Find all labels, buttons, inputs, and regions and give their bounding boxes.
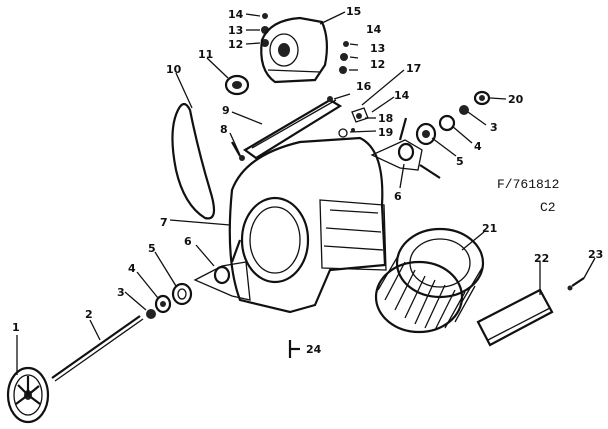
- blower-motor: [260, 16, 329, 84]
- callout-21: 21: [482, 222, 497, 235]
- callout-6: 6: [184, 235, 192, 248]
- callout-11: 11: [198, 48, 213, 61]
- callout-8: 8: [220, 123, 228, 136]
- leader-lines: [16, 11, 596, 375]
- callout-17: 17: [406, 62, 421, 75]
- callout-12: 12: [228, 38, 243, 51]
- callout-3-right: 3: [490, 121, 498, 134]
- bearing-bracket-right: [370, 117, 441, 179]
- motor-mount: [242, 98, 343, 160]
- callout-1: 1: [12, 321, 20, 334]
- callout-2: 2: [85, 308, 93, 321]
- callout-12-right: 12: [370, 58, 385, 71]
- callout-23: 23: [588, 248, 603, 261]
- bearing-ring-left: [171, 282, 193, 306]
- callout-14-lower: 14: [394, 89, 410, 102]
- motor-pulley: [224, 74, 250, 96]
- callout-18: 18: [378, 112, 393, 125]
- callout-7: 7: [160, 216, 168, 229]
- callout-6-right: 6: [394, 190, 402, 203]
- blower-wheel: [374, 227, 485, 334]
- shaft: [51, 315, 144, 382]
- collar-right: [438, 114, 456, 132]
- callout-10: 10: [166, 63, 182, 76]
- callout-13: 13: [228, 24, 243, 37]
- bearing-right: [415, 122, 437, 146]
- callout-14-right: 14: [366, 23, 382, 36]
- callout-labels: 1 2 3 4 5 6 7 8 9 10 11 12 13 14 15 14 1…: [12, 5, 603, 356]
- callout-15: 15: [346, 5, 361, 18]
- callout-5: 5: [148, 242, 156, 255]
- wire-tie: [288, 340, 300, 358]
- revision-code: C2: [540, 200, 556, 215]
- callout-4-right: 4: [474, 140, 482, 153]
- bearing-left: [154, 294, 172, 314]
- cutoff-plate: [476, 288, 554, 347]
- callout-4: 4: [128, 262, 136, 275]
- motor-hardware-left: [261, 13, 269, 47]
- reference-code: F/761812: [497, 177, 559, 192]
- bearing-bracket-left: [193, 239, 251, 301]
- set-collar: [459, 105, 469, 115]
- callout-9: 9: [222, 104, 230, 117]
- blower-housing: [228, 136, 387, 314]
- callout-19: 19: [378, 126, 393, 139]
- callout-24: 24: [306, 343, 322, 356]
- callout-3: 3: [117, 286, 125, 299]
- plate-screw: [567, 277, 585, 291]
- collar-left: [146, 309, 156, 319]
- drive-belt: [171, 102, 216, 220]
- bolt: [231, 141, 245, 161]
- grease-fitting: [473, 90, 491, 106]
- callout-22: 22: [534, 252, 549, 265]
- callout-13-right: 13: [370, 42, 385, 55]
- callout-16: 16: [356, 80, 372, 93]
- callout-5-right: 5: [456, 155, 464, 168]
- pulley-wheel: [6, 366, 50, 424]
- callout-14: 14: [228, 8, 244, 21]
- motor-hardware-right: [339, 41, 349, 74]
- callout-20: 20: [508, 93, 524, 106]
